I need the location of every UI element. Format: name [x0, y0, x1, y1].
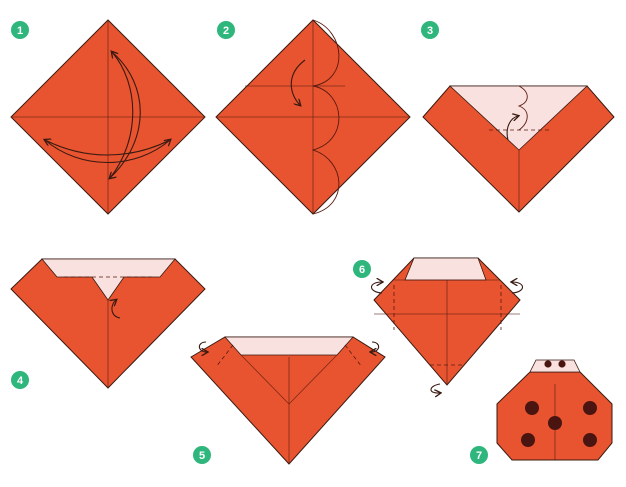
- step-6-right-back-arrow: [512, 282, 524, 294]
- step-5-right-fold-line: [344, 344, 363, 368]
- step-6-left-back-arrow: [370, 282, 383, 294]
- step-1-fold-arrow-horizontal: [44, 140, 170, 163]
- step-2-edge-curves: [311, 19, 340, 215]
- ladybug-spot-1: [525, 401, 539, 415]
- ladybug-head: [529, 359, 581, 373]
- ladybug-spot-4: [521, 433, 535, 447]
- step-1-fold-arrow-vertical-back: [109, 52, 134, 179]
- step-1-fold-arrow-horizontal-back: [45, 140, 171, 156]
- ladybug-body: [496, 371, 613, 461]
- step-number-3: 3: [427, 25, 433, 37]
- step-3-fold-up-arrow: [506, 116, 518, 141]
- step-number-5: 5: [199, 450, 205, 462]
- step-number-6: 6: [359, 264, 365, 276]
- step-badge-5: 5: [193, 446, 211, 464]
- step-badge-3: 3: [421, 21, 439, 39]
- step-2: [215, 19, 411, 215]
- step-5-left-fold-line: [215, 344, 234, 368]
- step-3-tip-curve: [517, 85, 528, 131]
- step-5-paper: [190, 336, 386, 465]
- step-5-left-back-arrow: [198, 341, 207, 352]
- step-5: [190, 336, 386, 465]
- step-1: [10, 19, 206, 215]
- step-6: [370, 257, 524, 393]
- step-number-2: 2: [223, 25, 229, 37]
- step-6-folded-top: [404, 257, 487, 281]
- step-4-fold-up-arrow: [112, 300, 121, 319]
- step-7: [496, 359, 613, 461]
- ladybug-eye-left: [544, 360, 552, 368]
- ladybug-spot-3: [548, 416, 562, 430]
- step-5-right-diagonal: [288, 354, 338, 405]
- step-4-folded-band: [41, 258, 176, 301]
- step-number-4: 4: [17, 375, 24, 387]
- ladybug-eye-right: [558, 360, 566, 368]
- step-5-folded-band: [224, 336, 354, 356]
- step-4: [10, 258, 206, 389]
- step-badge-2: 2: [217, 21, 235, 39]
- step-3: [422, 85, 615, 213]
- ladybug-spot-2: [583, 401, 597, 415]
- step-5-left-diagonal: [240, 354, 290, 405]
- step-5-right-back-arrow: [371, 341, 380, 352]
- step-badge-7: 7: [470, 446, 488, 464]
- step-badge-6: 6: [353, 260, 371, 278]
- step-2-fold-down-arrow: [290, 59, 306, 105]
- step-1-fold-arrow-vertical: [110, 51, 141, 178]
- step-badge-1: 1: [11, 21, 29, 39]
- step-badge-4: 4: [11, 371, 29, 389]
- step-number-1: 1: [17, 25, 23, 37]
- ladybug-spot-5: [583, 433, 597, 447]
- step-6-bottom-back-arrow: [430, 383, 440, 393]
- step-number-7: 7: [476, 450, 482, 462]
